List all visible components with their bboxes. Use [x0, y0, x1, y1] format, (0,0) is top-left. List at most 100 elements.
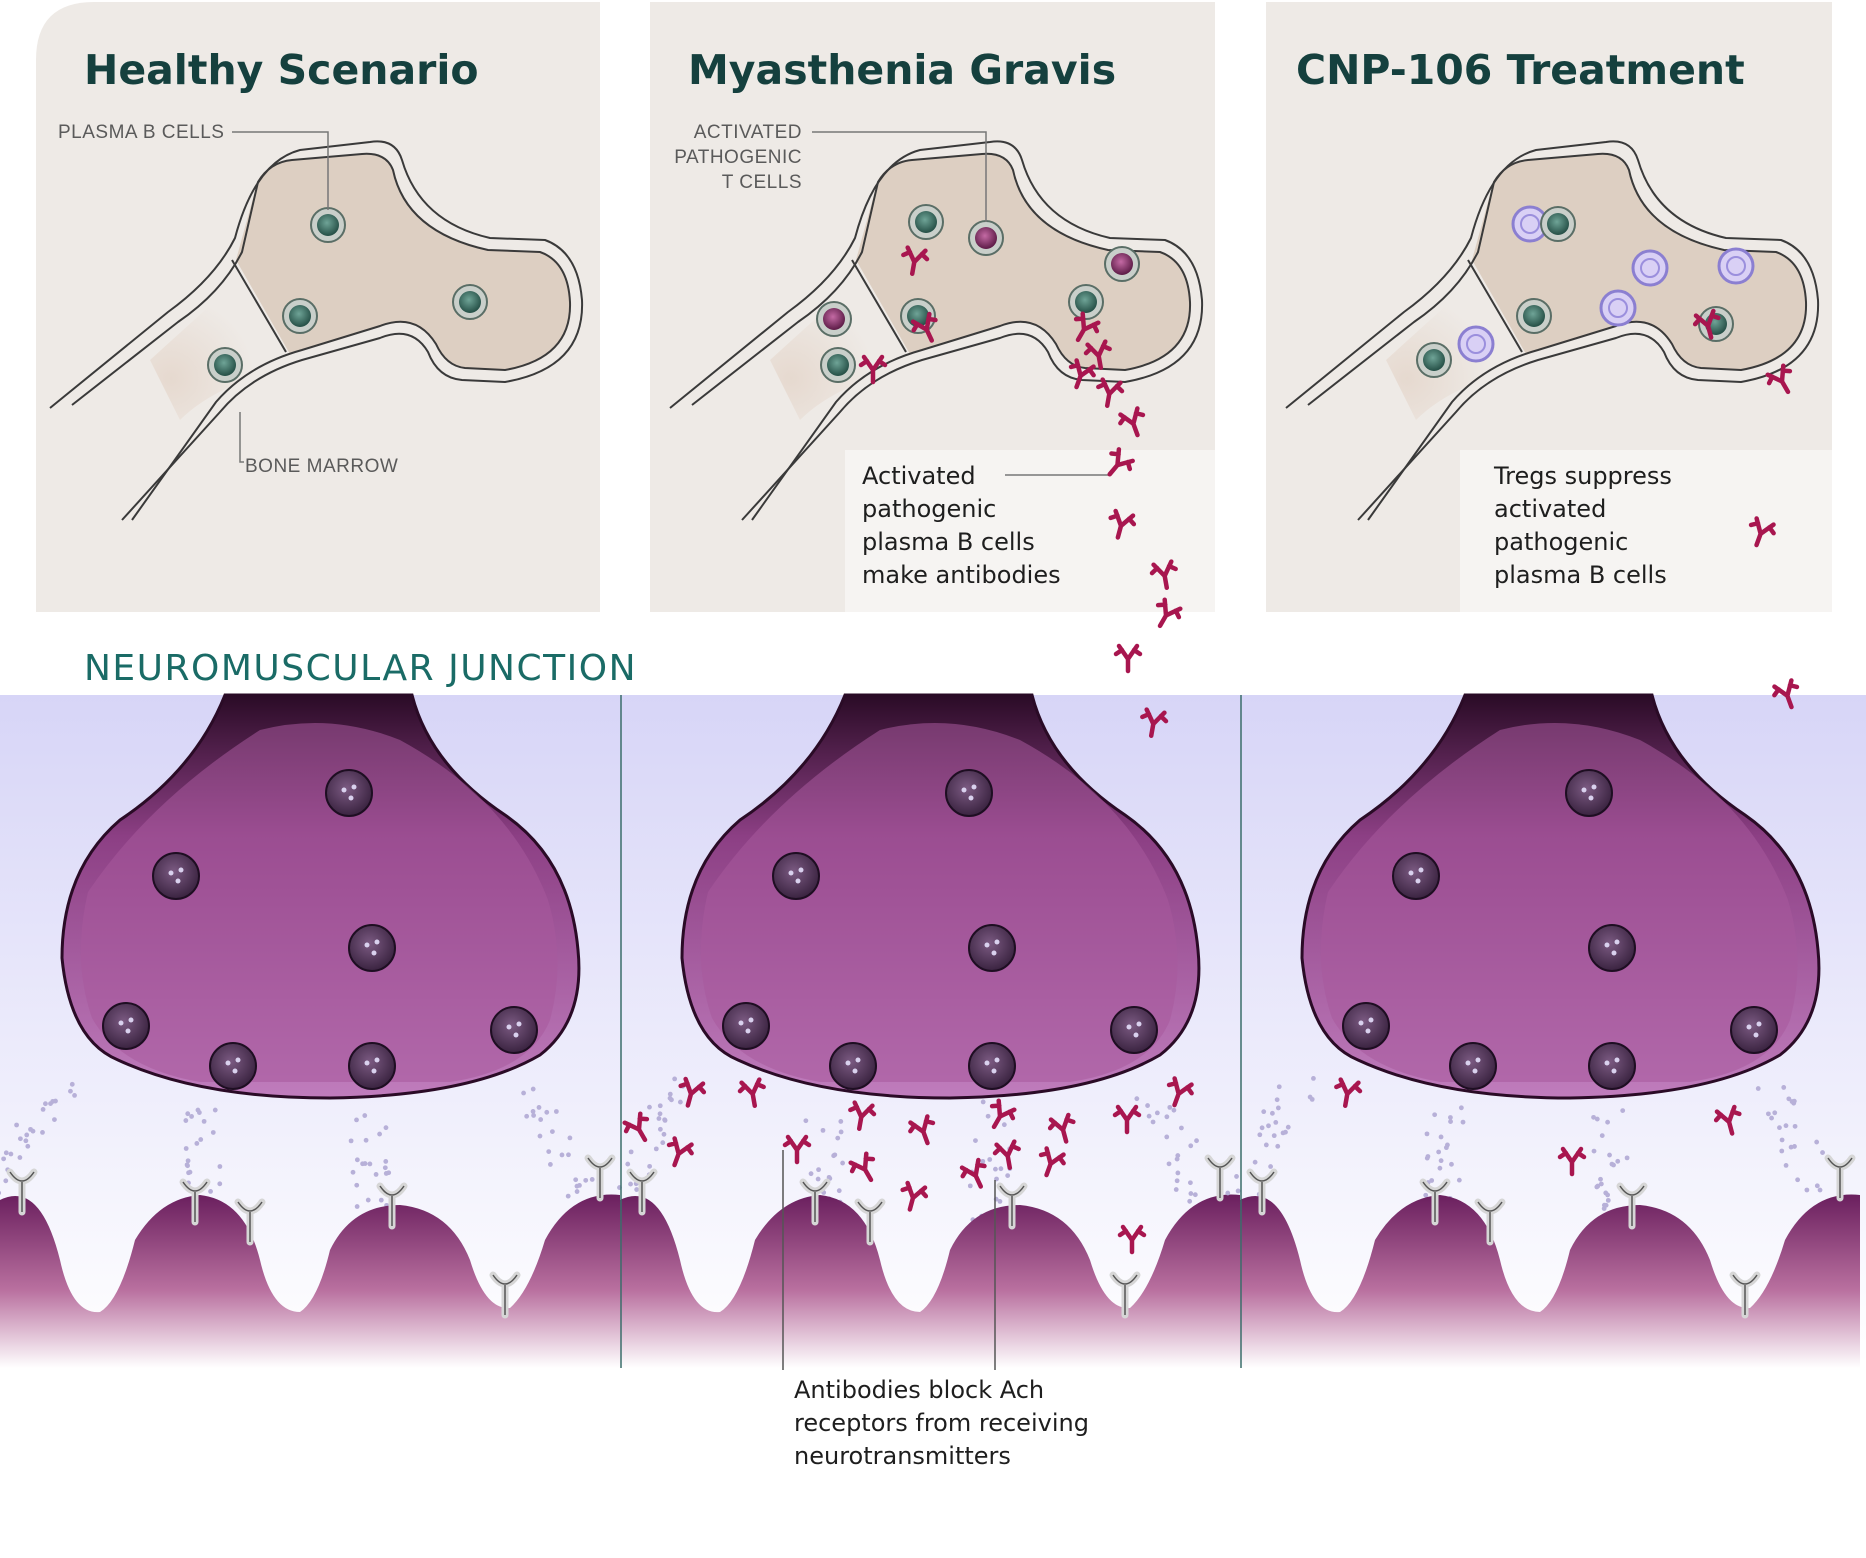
neurotransmitter [1164, 1134, 1170, 1140]
neurotransmitter [208, 1188, 213, 1194]
antibody-layer [622, 245, 1800, 1255]
neurotransmitter [803, 1118, 809, 1124]
neurotransmitter [17, 1136, 23, 1142]
neurotransmitter [40, 1107, 46, 1112]
neurotransmitter [1792, 1123, 1798, 1129]
neurotransmitter [1188, 1191, 1194, 1196]
neurotransmitter [1436, 1149, 1442, 1155]
neurotransmitter [1456, 1177, 1462, 1183]
neurotransmitter [1598, 1181, 1604, 1187]
neurotransmitter [1814, 1139, 1820, 1145]
neurotransmitter [656, 1116, 662, 1121]
muscle-membrane [1240, 1194, 1860, 1368]
neurotransmitter [367, 1161, 373, 1167]
ach-receptor [799, 1178, 831, 1226]
neurotransmitter [1273, 1120, 1279, 1125]
neurotransmitter [583, 1177, 589, 1183]
neurotransmitter [565, 1193, 571, 1199]
muscle-membrane [0, 1194, 620, 1368]
neurotransmitter [210, 1130, 216, 1135]
synaptic-vesicle [968, 1042, 1016, 1090]
antibody [848, 1151, 876, 1183]
neurotransmitter [383, 1159, 389, 1164]
antibody [1096, 377, 1125, 409]
antibody [1334, 1077, 1363, 1109]
neurotransmitter [1235, 1188, 1241, 1194]
neurotransmitter [1620, 1108, 1626, 1113]
neurotransmitter [1280, 1130, 1286, 1136]
neurotransmitter [1605, 1197, 1611, 1203]
synaptic-vesicle [1392, 852, 1440, 900]
neurotransmitter-dot [1472, 1068, 1478, 1074]
neurotransmitter [647, 1163, 653, 1169]
neurotransmitter [1311, 1075, 1316, 1081]
neurotransmitter [1179, 1125, 1184, 1131]
neurotransmitter [1594, 1184, 1600, 1190]
neurotransmitter [531, 1113, 537, 1118]
antibody [1557, 1146, 1587, 1177]
callout-line: plasma B cells [1494, 561, 1667, 589]
neurotransmitter [998, 1166, 1004, 1172]
neurotransmitter [1437, 1165, 1443, 1171]
neurotransmitter [1424, 1131, 1430, 1137]
callout-line: pathogenic [1494, 528, 1629, 556]
neurotransmitter [836, 1188, 842, 1194]
neurotransmitter-dot [364, 942, 370, 948]
neurotransmitter [1779, 1148, 1785, 1154]
neurotransmitter [980, 1158, 986, 1164]
neurotransmitter-dot [745, 1028, 751, 1034]
neurotransmitter [574, 1189, 580, 1194]
neurotransmitter-dot [1604, 1060, 1610, 1066]
neurotransmitter [1607, 1152, 1612, 1158]
antibody [1038, 1146, 1066, 1178]
neurotransmitter [1779, 1137, 1785, 1143]
neurotransmitter-dot [994, 1057, 1000, 1063]
ach-receptor [1109, 1271, 1141, 1319]
antibody [1073, 311, 1101, 343]
neurotransmitter-dot [371, 1068, 377, 1074]
neurotransmitter-dot [1365, 1028, 1371, 1034]
antibody [1112, 1104, 1142, 1135]
neurotransmitter [69, 1081, 75, 1087]
regulatory-t-cell [1457, 325, 1495, 363]
pathogenic-t-cell [1111, 253, 1133, 275]
neurotransmitter [1804, 1187, 1810, 1193]
neurotransmitter [677, 1099, 683, 1105]
neurotransmitter [194, 1141, 200, 1146]
neurotransmitter [1276, 1084, 1282, 1090]
neurotransmitter [1448, 1115, 1453, 1120]
neurotransmitter-dot [798, 867, 804, 873]
neurotransmitter-dot [984, 942, 990, 948]
synaptic-vesicle [945, 769, 993, 817]
neurotransmitter [546, 1149, 552, 1155]
panel-title-healthy: Healthy Scenario [84, 46, 479, 94]
synaptic-vesicle [325, 769, 373, 817]
muscle-membrane [620, 1194, 1240, 1368]
terminal-highlight [1320, 722, 1798, 1082]
neurotransmitter [997, 1199, 1003, 1204]
neurotransmitter [1225, 1190, 1231, 1196]
antibody [1107, 447, 1135, 477]
neurotransmitter-dot [1126, 1024, 1132, 1030]
ach-receptor [584, 1154, 616, 1202]
synaptic-vesicle [1730, 1006, 1778, 1054]
synaptic-vesicle [348, 924, 396, 972]
ach-receptor [1474, 1198, 1506, 1246]
treg-nucleus [1608, 298, 1628, 318]
neurotransmitter-dot [795, 878, 801, 884]
antibody [678, 1076, 707, 1108]
ach-receptor [1204, 1154, 1236, 1202]
neurotransmitter [383, 1125, 389, 1131]
neurotransmitter [1187, 1198, 1193, 1204]
neurotransmitter [1271, 1133, 1277, 1139]
neurotransmitter [1263, 1142, 1269, 1148]
neurotransmitter [657, 1103, 663, 1109]
neurotransmitter [187, 1169, 193, 1175]
neurotransmitter [1269, 1110, 1275, 1116]
neurotransmitter [566, 1152, 571, 1158]
callout-line: Activated [862, 462, 976, 490]
neurotransmitter [1591, 1148, 1597, 1154]
neurotransmitter [1605, 1192, 1611, 1198]
antibody [848, 1100, 877, 1132]
